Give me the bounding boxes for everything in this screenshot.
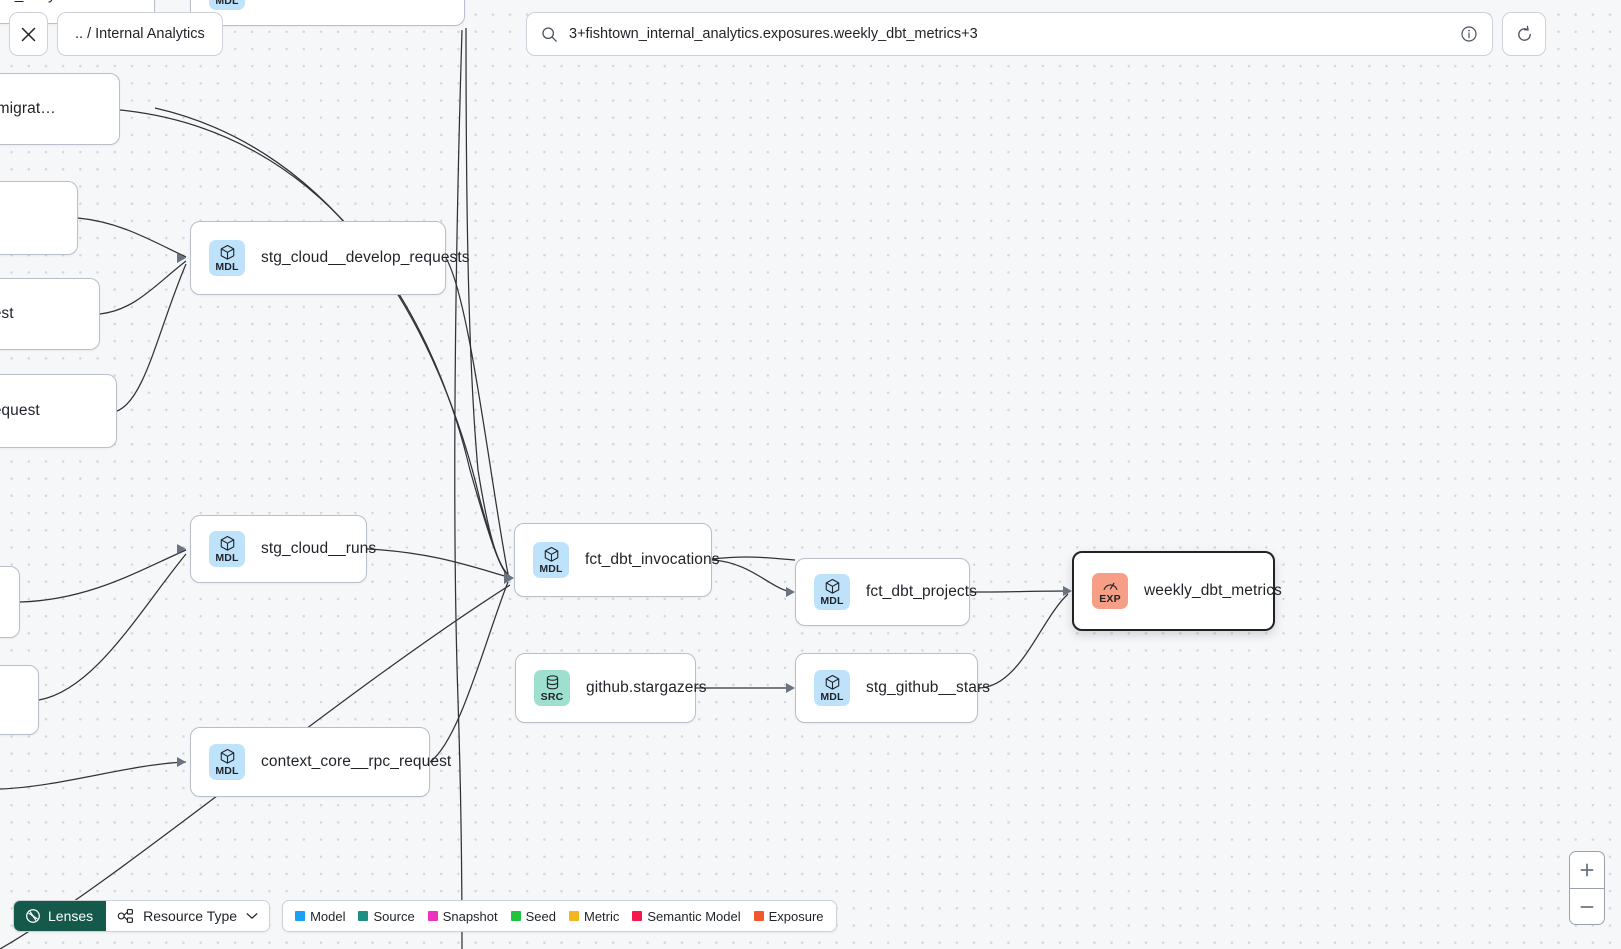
lineage-node[interactable]: MDL fct_dbt_invocations	[514, 523, 720, 597]
resource-type-legend: Model Source Snapshot Seed Metric Semantic Mo…	[282, 900, 837, 932]
zoom-controls	[1569, 851, 1605, 925]
lineage-node[interactable]: MDLvelop_request	[0, 278, 100, 350]
legend-item[interactable]: Source	[358, 908, 415, 924]
node-label: context_core__rpc_request	[261, 753, 452, 770]
mdl-badge-icon: MDL	[209, 531, 245, 567]
search-input[interactable]: 3+fishtown_internal_analytics.exposures.…	[569, 26, 978, 42]
mdl-badge-icon: MDL	[533, 542, 569, 578]
legend-swatch	[753, 911, 764, 921]
resource-type-icon	[117, 909, 134, 923]
lenses-button[interactable]: Lenses	[14, 901, 107, 931]
legend-swatch	[569, 911, 579, 921]
search-icon	[542, 26, 557, 42]
legend-label: Semantic Model	[647, 908, 741, 924]
close-icon	[21, 27, 36, 41]
legend-label: Seed	[525, 908, 556, 924]
lineage-node[interactable]: MDLn	[0, 566, 20, 638]
legend-label: Exposure	[768, 908, 824, 924]
node-label: velop_request	[0, 305, 14, 322]
legend-label: Snapshot	[442, 908, 498, 924]
lens-group: Lenses Resource Type	[13, 900, 271, 932]
node-label: stg_cloud__runs	[261, 540, 377, 557]
refresh-button[interactable]	[1502, 12, 1546, 56]
lineage-node[interactable]: MDL stg_cloud__develop_requests	[190, 221, 470, 295]
node-label: fct_dbt_invocations	[585, 551, 720, 568]
node-label: stg_github__stars	[866, 679, 991, 696]
lineage-node[interactable]: MDL context_core__rpc_request	[190, 727, 451, 797]
legend-item[interactable]: Model	[295, 909, 345, 924]
resource-type-label: Resource Type	[143, 908, 238, 924]
mdl-badge-icon: MDL	[814, 574, 850, 610]
resource-type-dropdown[interactable]: Resource Type	[106, 901, 270, 931]
legend-item[interactable]: Semantic Model	[632, 908, 741, 924]
zoom-in-button[interactable]	[1570, 852, 1604, 888]
zoom-out-button[interactable]	[1570, 888, 1604, 924]
mdl-badge-icon: MDL	[209, 0, 245, 10]
close-button[interactable]	[9, 12, 48, 56]
legend-item[interactable]: Exposure	[753, 908, 824, 924]
legend-item[interactable]: Seed	[510, 908, 556, 924]
node-label: fct_dbt_projects	[866, 583, 978, 600]
lineage-node[interactable]: MDL_run	[0, 665, 39, 735]
legend-item[interactable]: Snapshot	[427, 908, 498, 924]
lineage-search-bar[interactable]: 3+fishtown_internal_analytics.exposures.…	[526, 12, 1493, 56]
src-badge-icon: SRC	[534, 670, 570, 706]
breadcrumb[interactable]: .. / Internal Analytics	[57, 12, 223, 56]
node-label: github.stargazers	[586, 679, 707, 696]
mdl-badge-icon: MDL	[209, 240, 245, 276]
lineage-node[interactable]: MDL stg_github__stars	[795, 653, 990, 723]
exp-badge-icon: EXP	[1092, 573, 1128, 609]
lenses-label: Lenses	[48, 908, 94, 924]
legend-label: Model	[310, 908, 346, 924]
refresh-icon	[1517, 25, 1531, 41]
node-label: weekly_dbt_metrics	[1144, 582, 1282, 599]
node-label: stg_cloud__develop_requests	[261, 249, 470, 266]
lineage-node[interactable]: EXP weekly_dbt_metrics	[1072, 551, 1282, 631]
lineage-node[interactable]: MDL_develop_request	[0, 374, 117, 448]
breadcrumb-label: .. / Internal Analytics	[75, 26, 205, 42]
mdl-badge-icon: MDL	[209, 744, 245, 780]
legend-swatch	[427, 911, 438, 921]
lineage-node[interactable]: MDLmulticell_migrat…	[0, 73, 120, 145]
node-label: multicell_migrat…	[0, 100, 56, 117]
lineage-node[interactable]: MDLint_cloud__account_plan_history	[190, 0, 465, 26]
lineage-node[interactable]: MDLp_request	[0, 181, 78, 255]
legend-swatch	[358, 911, 369, 921]
legend-swatch	[632, 911, 643, 921]
legend-label: Source	[373, 908, 415, 924]
chevron-down-icon	[246, 913, 258, 919]
lineage-node[interactable]: SRC github.stargazers	[515, 653, 707, 723]
node-label: int_cloud__account_plan_history	[261, 0, 490, 1]
node-label: _develop_request	[0, 402, 40, 419]
legend-label: Metric	[584, 908, 620, 924]
lineage-node[interactable]: MDL fct_dbt_projects	[795, 558, 977, 626]
legend-item[interactable]: Metric	[569, 909, 619, 924]
legend-swatch	[510, 911, 521, 921]
bottom-toolbar: Lenses Resource Type Model Source Snapshot…	[13, 900, 837, 932]
minus-icon	[1580, 905, 1594, 908]
info-circle-icon[interactable]	[1460, 25, 1478, 43]
plus-icon	[1580, 863, 1594, 877]
legend-swatch	[295, 911, 306, 921]
lens-icon	[26, 909, 40, 923]
lineage-node[interactable]: MDL stg_cloud__runs	[190, 515, 376, 583]
mdl-badge-icon: MDL	[814, 670, 850, 706]
node-label: snapshot_daily	[0, 0, 56, 4]
